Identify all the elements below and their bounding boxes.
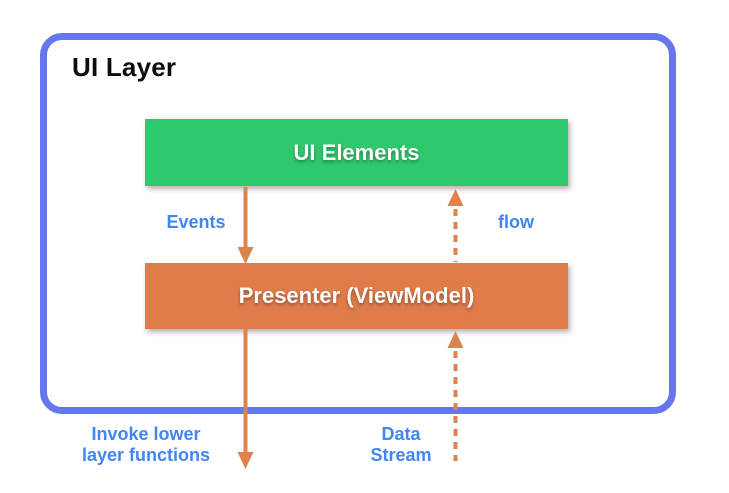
data-stream-label-line2: Stream (370, 445, 432, 465)
events-label: Events (166, 212, 226, 232)
node-ui-elements-label: UI Elements (293, 139, 420, 165)
data-stream-label-line1: Data (381, 424, 421, 444)
ui-layer-title: UI Layer (72, 52, 177, 82)
invoke-lower-label: Invoke lower layer functions (26, 424, 266, 466)
node-ui-elements: UI Elements (145, 119, 568, 186)
flow-label: flow (498, 212, 534, 232)
node-presenter-label: Presenter (ViewModel) (238, 283, 475, 308)
invoke-lower-label-line2: layer functions (81, 445, 211, 465)
invoke-lower-label-line1: Invoke lower (91, 424, 201, 444)
data-stream-label: Data Stream (341, 424, 461, 466)
node-presenter: Presenter (ViewModel) (145, 263, 568, 329)
ui-layer-frame (40, 33, 676, 414)
